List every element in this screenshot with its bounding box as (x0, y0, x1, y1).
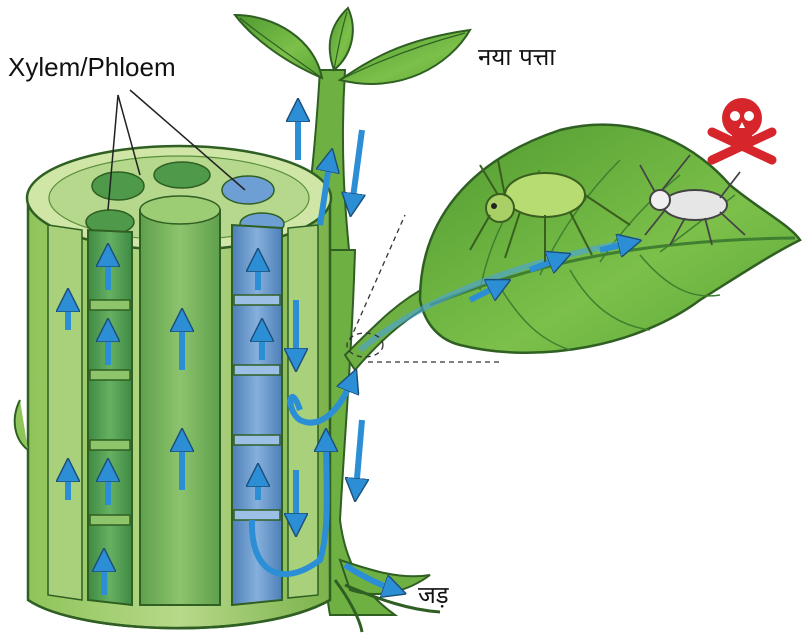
root-label: जड़ (418, 578, 449, 611)
flow-arrow-icon (356, 420, 362, 490)
mature-leaf (360, 125, 800, 353)
new-leaf-cluster (235, 8, 470, 84)
xylem-phloem-label: Xylem/Phloem (8, 52, 176, 83)
new-leaf-label: नया पत्ता (478, 40, 556, 73)
poison-skull-icon (712, 98, 772, 160)
flow-arrow-icon (352, 130, 362, 205)
stem-cross-section (15, 146, 331, 628)
